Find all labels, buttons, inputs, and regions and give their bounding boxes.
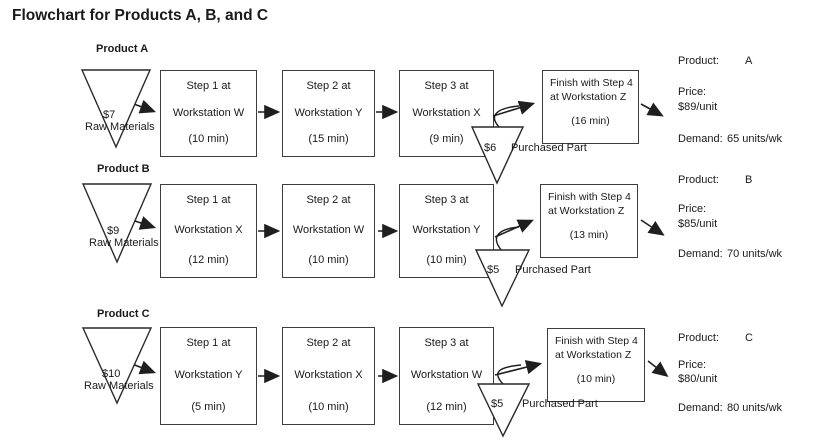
arrow-finish-to-info-b <box>640 219 665 236</box>
purchased-part-cost-c: $5 <box>491 398 504 410</box>
info-product-label-a: Product: <box>678 55 719 67</box>
info-price-label-c: Price: <box>678 359 707 371</box>
step-box-c1: Step 1 at Workstation Y (5 min) <box>160 327 257 425</box>
step-box-a2: Step 2 at Workstation Y (15 min) <box>282 70 375 157</box>
workstation-label: Workstation Y <box>412 224 481 236</box>
raw-materials-cost-a: $7 <box>103 109 116 121</box>
workstation-label: Workstation Y <box>294 106 363 119</box>
time-label: (12 min) <box>188 254 229 266</box>
purchased-part-cost-b: $5 <box>487 264 500 276</box>
raw-materials-label-c: Raw Materials <box>84 380 154 392</box>
info-demand-value-c: 80 units/wk <box>727 402 783 414</box>
info-demand-value-b: 70 units/wk <box>727 248 783 260</box>
finish-line2: at Workstation Z <box>555 349 632 362</box>
arrow-step3-to-finish-c <box>494 360 543 376</box>
step-box-c2: Step 2 at Workstation X (10 min) <box>282 327 375 425</box>
info-product-value-b: B <box>745 174 753 186</box>
arrow-step3-to-finish-a <box>492 100 536 117</box>
curve-purchased-to-finish-c <box>497 364 522 386</box>
time-label: (5 min) <box>191 401 226 413</box>
time-label: (10 min) <box>308 401 349 413</box>
finish-line2: at Workstation Z <box>550 91 627 104</box>
step-box-b2: Step 2 at Workstation W (10 min) <box>282 184 375 278</box>
info-demand-label-b: Demand: <box>678 248 723 260</box>
info-price-value-a: $89/unit <box>678 101 718 113</box>
product-c-header: Product C <box>97 308 150 320</box>
step-title: Step 1 at <box>186 194 231 206</box>
step-box-a1: Step 1 at Workstation W (10 min) <box>160 70 257 157</box>
info-demand-label-a: Demand: <box>678 133 723 145</box>
purchased-part-label-c: Purchased Part <box>522 398 598 410</box>
info-demand-value-a: 65 units/wk <box>727 133 783 145</box>
raw-materials-label-a: Raw Materials <box>85 121 155 133</box>
step-box-c3: Step 3 at Workstation W (12 min) <box>399 327 494 425</box>
workstation-label: Workstation X <box>294 369 363 381</box>
workstation-label: Workstation X <box>174 224 243 236</box>
finish-line1: Finish with Step 4 <box>550 77 633 89</box>
info-price-label-a: Price: <box>678 86 707 98</box>
info-product-value-c: C <box>745 332 753 344</box>
time-label: (12 min) <box>426 401 467 413</box>
workstation-label: Workstation Y <box>174 369 243 381</box>
purchased-part-cost-a: $6 <box>484 142 497 154</box>
purchased-part-label-a: Purchased Part <box>511 142 587 154</box>
finish-box-c: Finish with Step 4 at Workstation Z (10 … <box>547 328 645 402</box>
raw-materials-cost-b: $9 <box>107 225 120 237</box>
info-product-label-c: Product: <box>678 332 719 344</box>
info-product-label-b: Product: <box>678 174 719 186</box>
arrow-finish-to-info-c <box>647 360 669 377</box>
page-title: Flowchart for Products A, B, and C <box>12 7 269 24</box>
time-label: (10 min) <box>426 254 467 266</box>
workstation-label: Workstation W <box>172 106 245 119</box>
arrow-step3-to-finish-b <box>494 219 534 238</box>
info-demand-label-c: Demand: <box>678 402 723 414</box>
arrow-finish-to-info-a <box>640 102 664 117</box>
purchased-part-label-b: Purchased Part <box>515 264 591 276</box>
workstation-label: Workstation X <box>412 106 481 119</box>
raw-materials-label-b: Raw Materials <box>89 237 159 249</box>
finish-line2: at Workstation Z <box>548 205 625 218</box>
info-price-value-c: $80/unit <box>678 373 718 385</box>
curve-purchased-to-finish-b <box>495 226 520 252</box>
time-label: (10 min) <box>308 254 349 266</box>
step-title: Step 1 at <box>186 80 231 92</box>
finish-line1: Finish with Step 4 <box>555 335 638 347</box>
arrow-raw-to-step1-b <box>131 216 157 230</box>
step-box-b3: Step 3 at Workstation Y (10 min) <box>399 184 494 278</box>
product-a-header: Product A <box>96 43 149 55</box>
step-box-b1: Step 1 at Workstation X (12 min) <box>160 184 257 278</box>
info-price-label-b: Price: <box>678 203 707 215</box>
raw-materials-cost-c: $10 <box>102 368 121 380</box>
raw-materials-triangle-b <box>81 183 153 264</box>
workstation-label: Workstation W <box>410 369 483 381</box>
finish-box-a: Finish with Step 4 at Workstation Z (16 … <box>542 70 639 144</box>
product-b-header: Product B <box>97 163 150 175</box>
raw-materials-triangle-a <box>80 69 152 149</box>
info-product-value-a: A <box>745 55 753 67</box>
finish-box-b: Finish with Step 4 at Workstation Z (13 … <box>540 184 638 258</box>
step-title: Step 2 at <box>306 80 351 92</box>
step-title: Step 3 at <box>424 337 469 349</box>
step-box-a3: Step 3 at Workstation X (9 min) <box>399 70 494 157</box>
finish-time: (13 min) <box>569 229 609 242</box>
arrow-raw-to-step1-a <box>130 99 157 114</box>
finish-time: (16 min) <box>571 115 610 128</box>
arrow-raw-to-step1-c <box>131 360 156 375</box>
step-title: Step 3 at <box>424 80 469 92</box>
info-price-value-b: $85/unit <box>678 218 718 230</box>
workstation-label: Workstation W <box>292 224 365 236</box>
time-label: (15 min) <box>308 133 349 145</box>
step-title: Step 2 at <box>306 337 351 349</box>
step-title: Step 2 at <box>306 194 351 206</box>
curve-purchased-to-finish-a <box>493 105 520 129</box>
step-title: Step 3 at <box>424 194 469 206</box>
time-label: (10 min) <box>188 133 229 145</box>
finish-line1: Finish with Step 4 <box>548 191 631 203</box>
time-label: (9 min) <box>429 133 464 145</box>
finish-time: (10 min) <box>576 373 616 386</box>
step-title: Step 1 at <box>186 337 231 349</box>
